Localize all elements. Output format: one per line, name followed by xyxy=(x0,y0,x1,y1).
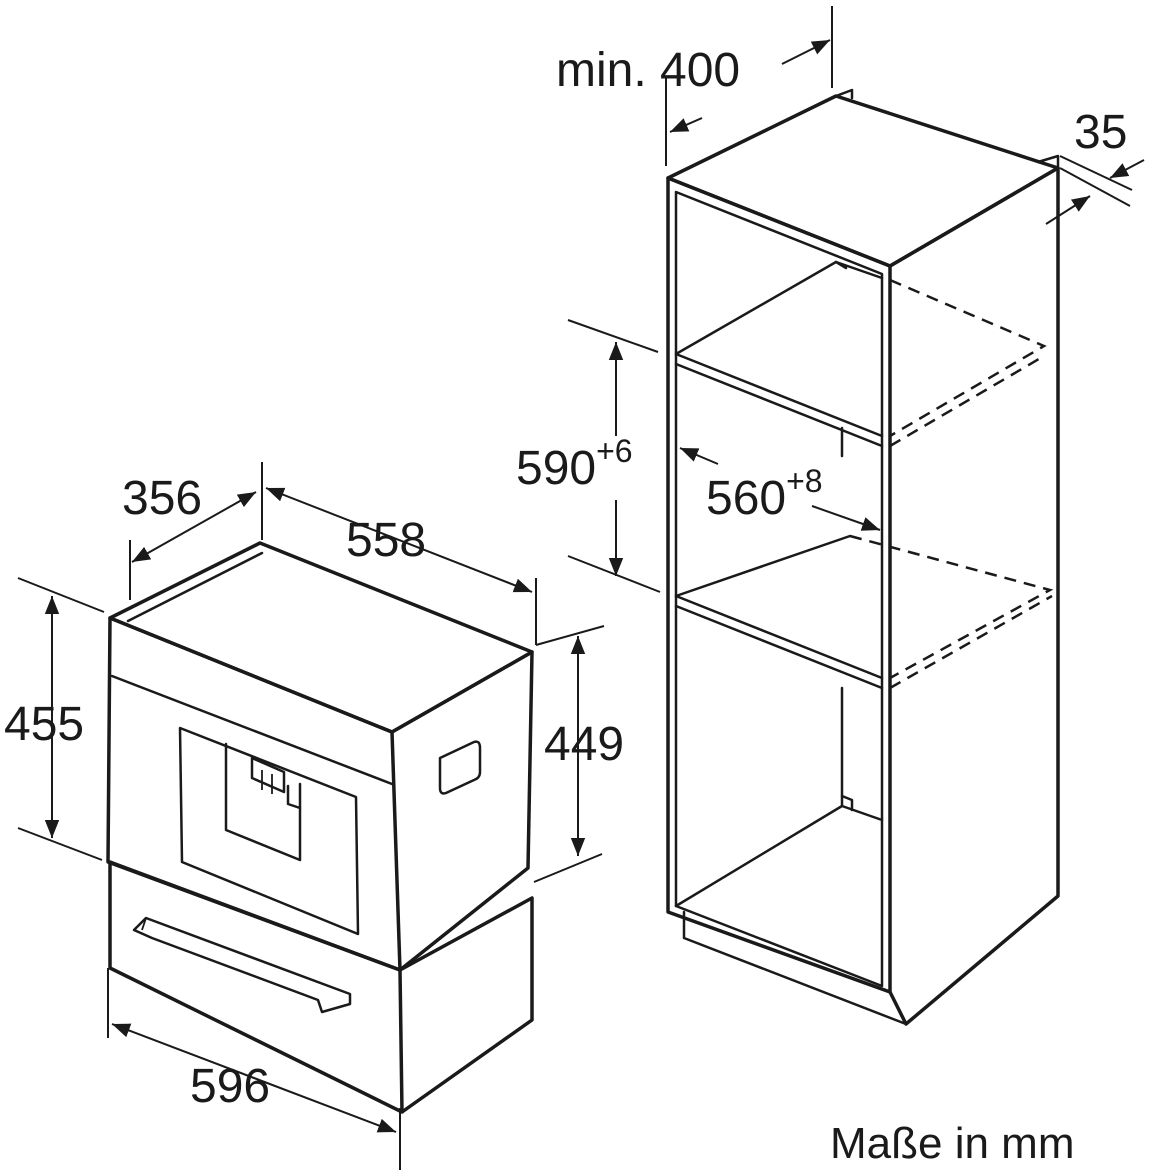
front-depth-label: 356 xyxy=(122,472,202,525)
body-height-label: 449 xyxy=(544,718,624,771)
cabinet-drawing xyxy=(666,88,1060,1026)
min-width-label: min. 400 xyxy=(556,44,740,97)
width-label: 596 xyxy=(190,1060,270,1113)
back-offset-label: 35 xyxy=(1074,106,1127,159)
appliance-dimensions xyxy=(17,462,605,1170)
total-height-label: 455 xyxy=(4,698,84,751)
niche-width-label: 560+8 xyxy=(706,463,823,525)
units-note: Maße in mm xyxy=(830,1119,1074,1168)
cabinet-dimensions xyxy=(567,6,1145,593)
depth-label: 558 xyxy=(346,514,426,567)
appliance-drawing xyxy=(106,541,534,1114)
niche-height-label: 590+6 xyxy=(516,433,633,495)
